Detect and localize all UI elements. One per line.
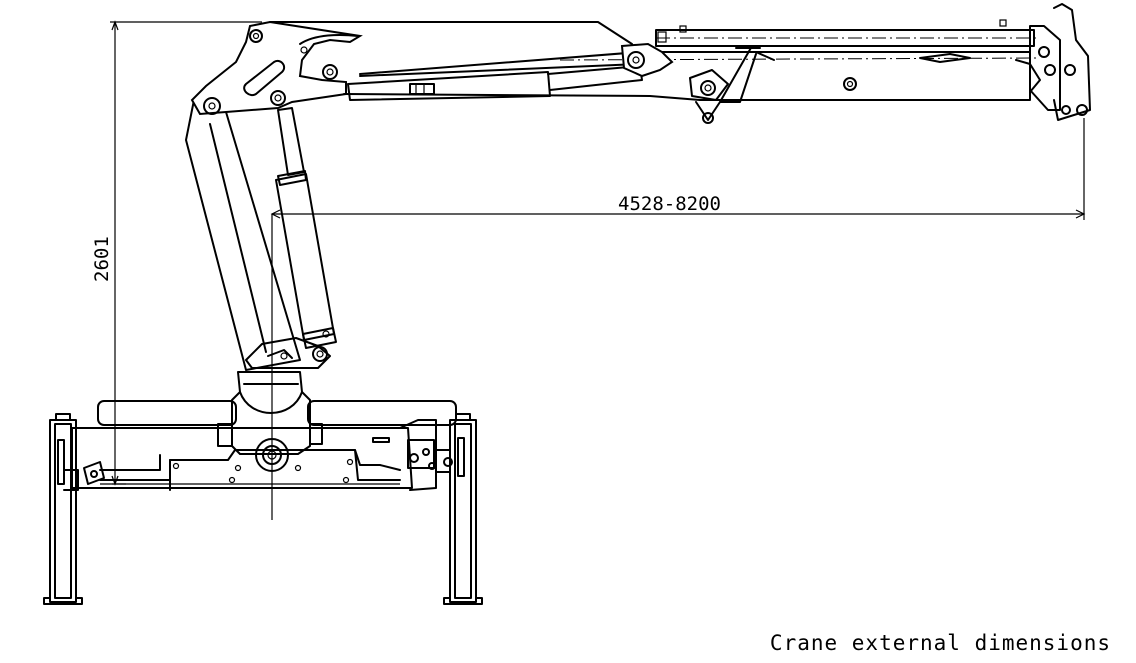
boom-knuckle [620, 42, 757, 124]
boom-head [190, 20, 363, 116]
lift-cylinder [275, 107, 337, 349]
reach-dimension: 4528-8200 [270, 118, 1086, 520]
reach-dimension-label: 4528-8200 [618, 193, 721, 215]
lower-pivot-bracket [245, 337, 331, 369]
height-dimension-label: 2601 [91, 236, 113, 282]
slewing-column [217, 371, 323, 472]
left-stabilizer-leg [43, 413, 83, 605]
right-stabilizer-leg [435, 413, 483, 605]
height-dimension: 2601 [91, 20, 262, 486]
drawing-caption: Crane external dimensions [769, 631, 1111, 655]
base-frame [71, 400, 457, 491]
boom-tip [1015, 3, 1091, 121]
